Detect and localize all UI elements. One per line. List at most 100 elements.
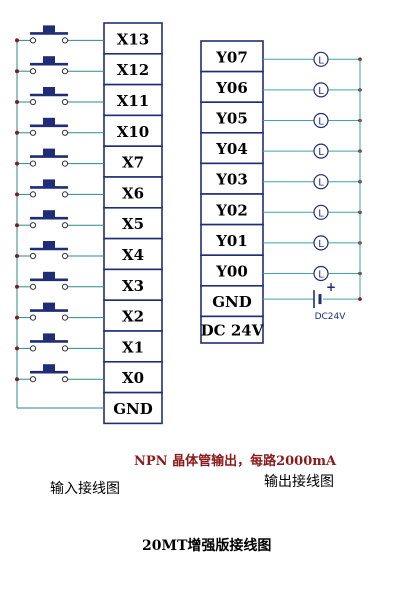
input-junction-dot [15,100,19,104]
input-terminal-label: X3 [122,277,144,295]
input-terminal-label: X5 [122,215,144,233]
switch-contact [61,222,69,229]
load-lamp-label: L [318,239,324,250]
push-button-cap [43,148,55,156]
load-lamp [313,204,329,220]
input-terminal-label: X2 [122,308,144,326]
input-terminal-cell [103,330,163,363]
input-junction-dot [15,346,19,351]
load-lamp [313,51,329,67]
output-terminal-label: Y03 [215,171,248,189]
push-button-cap [43,333,55,341]
output-terminal-cell [200,193,264,226]
diagram-title: 20MT增强版接线图 [142,538,272,554]
switch-contact [29,314,37,321]
input-caption: 输入接线图 [50,481,120,497]
battery-plus-sign: + [326,280,336,294]
output-terminal-label: Y00 [215,263,248,281]
input-terminal-label: X10 [117,123,150,141]
load-lamp-label: L [318,270,324,281]
input-terminal-label: X4 [122,246,144,264]
output-caption: 输出接线图 [264,474,334,490]
input-gnd-label: GND [113,400,153,418]
switch-contact [29,283,37,290]
output-terminal-label: Y02 [215,201,248,219]
load-lamp-label: L [318,86,324,97]
input-terminal-cell [103,237,163,271]
switch-contact [29,37,37,44]
input-terminal-label: X11 [117,92,150,110]
switch-contact [61,129,69,136]
input-junction-dot [15,69,19,74]
switch-contact [29,191,37,198]
push-button-cap [43,179,55,187]
load-lamp [313,235,329,251]
push-button-cap [43,210,55,218]
output-gnd-label: GND [212,293,252,311]
input-junction-dot [15,130,19,135]
load-lamp [313,143,329,159]
push-button-cap [43,117,55,125]
switch-contact [29,252,37,260]
battery-label: DC24V [315,312,347,322]
input-junction-dot [15,254,19,258]
switch-contact [61,160,69,167]
load-lamp-label: L [318,55,324,66]
input-junction-dot [15,38,19,43]
switch-contact [61,345,69,352]
output-terminal-cell [200,40,264,73]
switch-contact [29,345,37,352]
push-button-cap [43,364,55,372]
load-lamp [313,82,329,98]
input-junction-dot [15,315,19,320]
input-terminal-cell [103,114,163,148]
output-terminal-cell [200,101,264,134]
switch-contact [61,376,69,383]
load-lamp-label: L [318,178,324,189]
switch-contact [29,129,37,136]
output-terminal-label: Y04 [215,140,248,158]
push-button-cap [43,302,55,310]
push-button-cap [43,87,55,94]
push-button-cap [43,241,55,248]
input-terminal-cell [103,176,163,209]
input-terminal-label: X6 [122,184,144,202]
input-terminal-cell [103,83,163,117]
switch-contact [61,283,69,290]
input-terminal-label: X13 [117,30,150,48]
input-terminal-label: X7 [122,154,144,172]
load-lamp [313,174,329,190]
input-terminal-label: X12 [117,61,150,79]
input-terminal-cell [103,145,163,178]
push-button-cap [43,25,55,33]
input-junction-dot [15,284,19,289]
output-type-note: NPN 晶体管输出，每路2000mA [134,454,337,469]
switch-contact [29,68,37,75]
load-lamp [313,265,329,282]
input-terminal-cell [103,207,163,240]
switch-contact [29,222,37,229]
switch-contact [29,376,37,383]
load-lamp [313,112,329,129]
load-lamp-label: L [318,147,324,158]
output-power-label: DC 24V [201,322,264,340]
push-button-cap [43,271,55,279]
output-terminal-label: Y05 [215,110,248,128]
input-terminal-cell [103,360,163,394]
output-power-cell [200,315,264,344]
switch-contact [29,98,37,106]
switch-contact [61,252,69,260]
load-lamp-label: L [318,208,324,219]
battery-junction-dot [358,297,362,301]
output-terminal-label: Y01 [215,232,248,250]
input-junction-dot [15,161,19,166]
switch-contact [29,160,37,167]
output-terminal-label: Y06 [215,79,248,97]
switch-contact [61,191,69,198]
push-button-cap [43,56,55,64]
switch-contact [61,68,69,75]
input-junction-dot [15,223,19,228]
